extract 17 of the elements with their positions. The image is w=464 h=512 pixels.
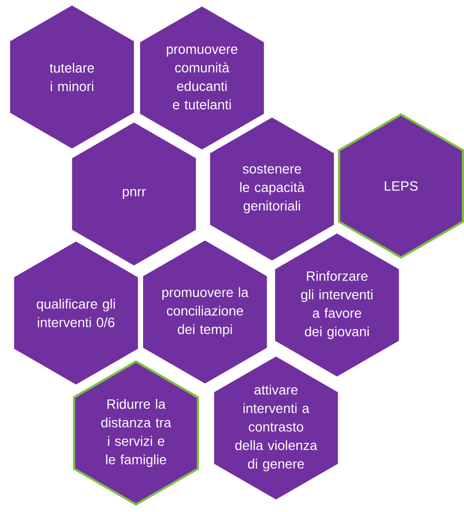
hexagon: Ridurre la distanza tra i servizi e le famiglie — [72, 360, 200, 506]
hexagon: LEPS — [338, 113, 464, 259]
node-label: promuovere la conciliazione dei tempi — [162, 287, 249, 337]
hexagon: promuovere comunità educanti e tutelanti — [140, 6, 264, 150]
node-label: attivare interventi a contrasto della violenza di genere — [235, 384, 318, 472]
hexagon: pnrr — [72, 122, 196, 266]
hexagon: tutelare i minori — [10, 6, 134, 148]
node-label: pnrr — [122, 188, 146, 200]
hexagon: Rinforzare gli interventi a favore dei giovani — [275, 234, 399, 376]
node-label: Ridurre la distanza tra i servizi e le famiglie — [101, 398, 172, 468]
node-label: sostenere le capacità genitoriali — [240, 164, 305, 214]
node-label: Rinforzare gli interventi a favore dei giovani — [301, 270, 372, 340]
hexagon: attivare interventi a contrasto della violenza di genere — [214, 356, 338, 500]
node-label: promuovere comunità educanti e tutelanti — [166, 46, 238, 110]
hexagon: promuovere la conciliazione dei tempi — [143, 240, 267, 384]
hexagon: sostenere le capacità genitoriali — [210, 118, 334, 260]
hexagon: qualificare gli interventi 0/6 — [14, 242, 138, 384]
